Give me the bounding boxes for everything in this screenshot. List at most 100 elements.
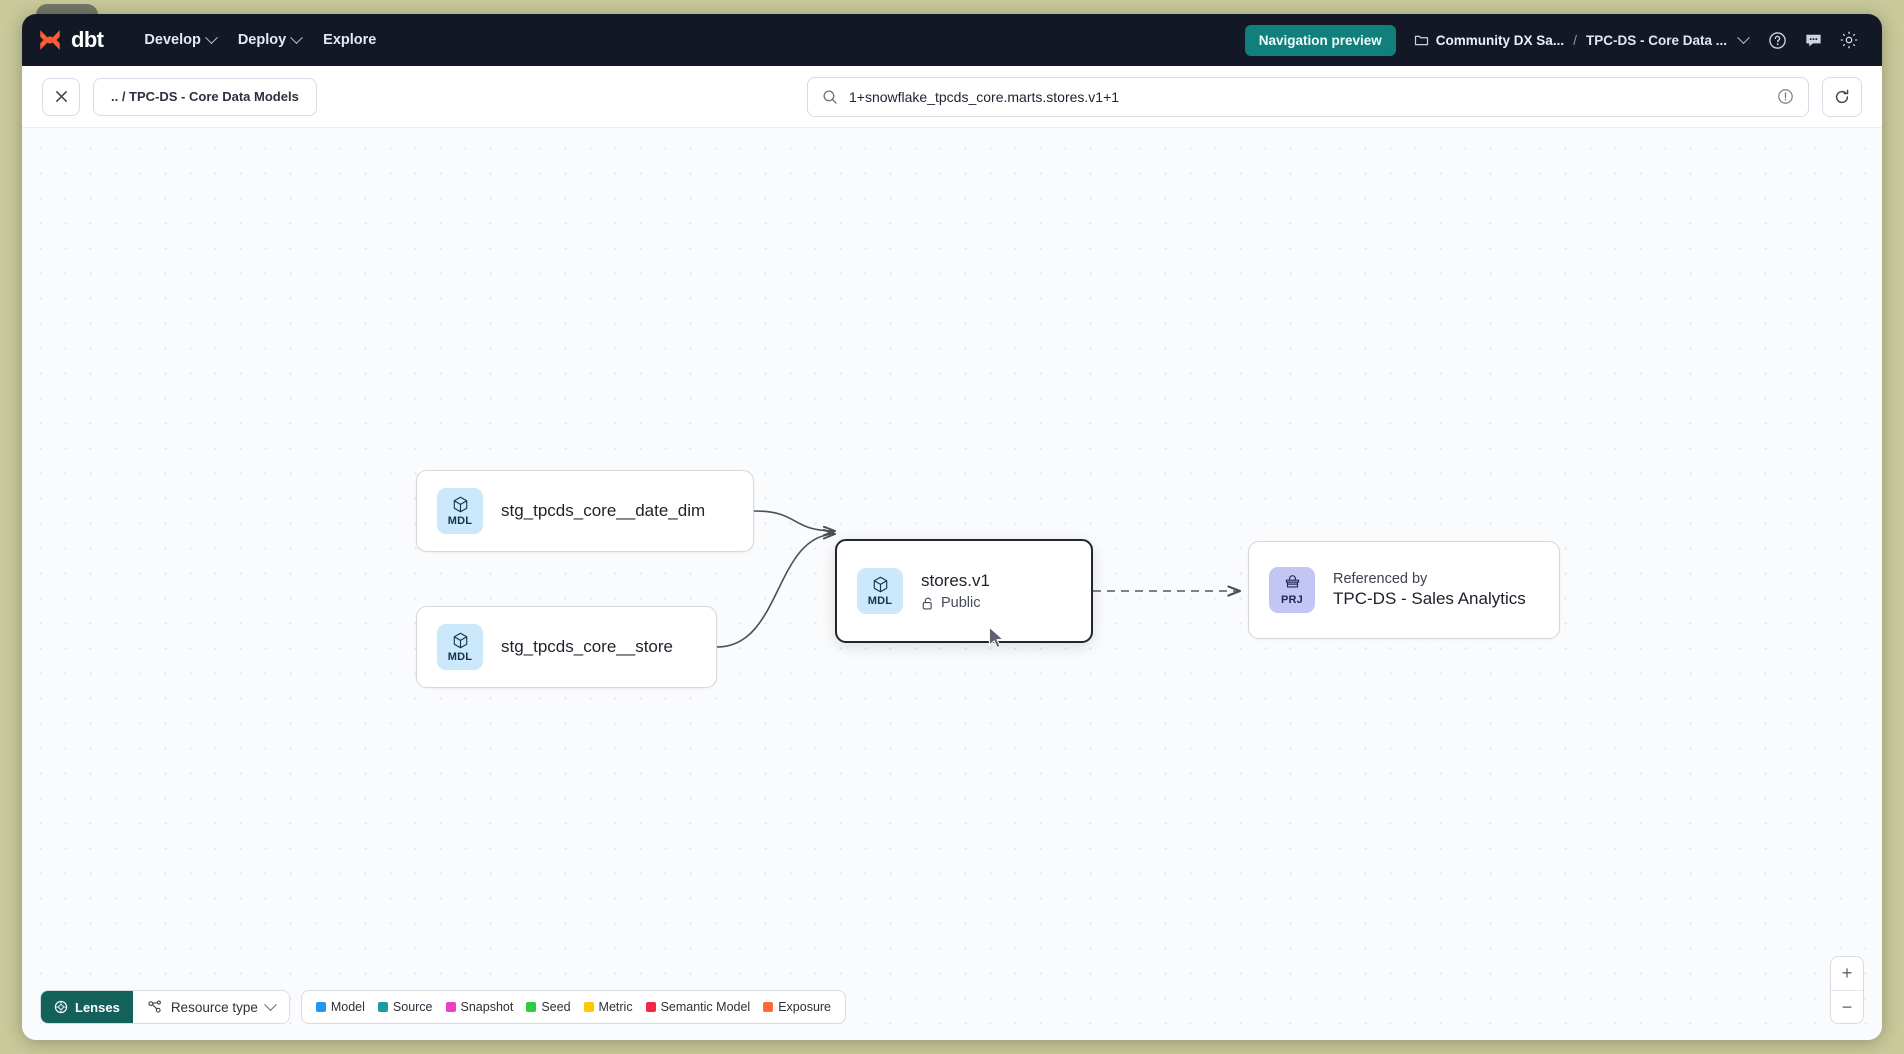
search-input[interactable]	[849, 88, 1766, 105]
legend-item-seed: Seed	[526, 1000, 571, 1014]
node-badge-prj: PRJ	[1269, 567, 1315, 613]
cube-icon	[873, 576, 887, 593]
close-lineage-button[interactable]	[42, 77, 80, 116]
legend-item-model: Model	[315, 1000, 365, 1014]
lineage-canvas[interactable]: MDL stg_tpcds_core__date_dim MDL stg_tpc…	[22, 128, 1882, 1040]
node-badge-label: MDL	[867, 595, 893, 607]
nodes-icon	[148, 1000, 161, 1013]
project-breadcrumb-chip[interactable]: .. / TPC-DS - Core Data Models	[93, 77, 317, 116]
help-circle-icon	[1768, 31, 1786, 49]
node-body: stores.v1 Public	[921, 571, 990, 611]
node-badge-label: PRJ	[1281, 594, 1303, 606]
legend-label-source: Source	[392, 1000, 433, 1014]
nav-item-deploy-label: Deploy	[237, 32, 287, 48]
refresh-button[interactable]	[1822, 76, 1862, 117]
zoom-controls: + −	[1830, 956, 1864, 1024]
node-access-label: Public	[941, 595, 981, 611]
legend-item-metric: Metric	[583, 1000, 633, 1014]
legend-label-model: Model	[330, 1000, 365, 1014]
legend-label-seed: Seed	[541, 1000, 571, 1014]
chevron-down-icon	[263, 997, 277, 1011]
top-navigation-bar: dbt Develop Deploy Explore Navigation pr…	[22, 14, 1882, 66]
breadcrumb-project-label: TPC-DS - Core Data ...	[1585, 32, 1727, 48]
node-badge-label: MDL	[447, 651, 473, 663]
folder-icon	[1414, 35, 1428, 45]
chevron-down-icon	[204, 30, 218, 44]
nav-item-explore[interactable]: Explore	[312, 25, 387, 55]
zoom-in-button[interactable]: +	[1841, 963, 1853, 983]
nav-item-explore-label: Explore	[323, 32, 377, 48]
node-badge-mdl: MDL	[437, 624, 483, 670]
node-badge-mdl: MDL	[857, 568, 903, 614]
gear-icon	[1840, 31, 1858, 49]
settings-button[interactable]	[1834, 25, 1864, 55]
breadcrumb-project[interactable]: TPC-DS - Core Data ...	[1585, 30, 1750, 48]
unlock-icon	[922, 597, 932, 609]
zoom-out-button[interactable]: −	[1831, 990, 1863, 1023]
legend-item-source: Source	[377, 1000, 433, 1014]
nav-item-deploy[interactable]: Deploy	[227, 25, 312, 55]
node-title: stores.v1	[921, 571, 990, 590]
help-button[interactable]	[1762, 25, 1792, 55]
lineage-node-stg-date-dim[interactable]: MDL stg_tpcds_core__date_dim	[416, 470, 754, 552]
node-title: stg_tpcds_core__date_dim	[501, 501, 706, 520]
node-badge-mdl: MDL	[437, 488, 483, 534]
edge-date-dim-to-stores	[753, 510, 835, 531]
info-circle-icon[interactable]	[1777, 88, 1794, 105]
close-icon	[55, 91, 67, 102]
legend-label-semantic-model: Semantic Model	[660, 1000, 751, 1014]
breadcrumb-separator: /	[1573, 32, 1577, 48]
lineage-node-referenced-by-project[interactable]: PRJ Referenced by TPC-DS - Sales Analyti…	[1248, 541, 1560, 639]
nav-item-develop[interactable]: Develop	[133, 25, 226, 55]
chevron-down-icon	[290, 30, 304, 44]
feedback-icon	[1805, 34, 1821, 46]
legend-swatch-source	[377, 1002, 388, 1012]
node-body: stg_tpcds_core__date_dim	[501, 501, 705, 521]
resource-type-legend: Model Source Snapshot Seed	[300, 990, 847, 1024]
legend-label-metric: Metric	[598, 1000, 633, 1014]
chevron-down-icon	[1737, 30, 1750, 44]
legend-item-snapshot: Snapshot	[445, 1000, 514, 1014]
legend-swatch-metric	[583, 1002, 594, 1012]
search-icon	[823, 89, 837, 104]
node-access: Public	[921, 595, 990, 611]
lenses-group: Lenses Resource type	[40, 990, 290, 1024]
search-box[interactable]	[807, 76, 1809, 117]
node-badge-label: MDL	[447, 515, 473, 527]
dbt-logo[interactable]: dbt	[36, 27, 104, 53]
cube-icon	[453, 632, 467, 649]
legend-label-exposure: Exposure	[778, 1000, 832, 1014]
node-body: Referenced by TPC-DS - Sales Analytics	[1333, 571, 1526, 609]
legend-swatch-semantic-model	[645, 1002, 656, 1012]
nav-item-develop-label: Develop	[144, 32, 201, 48]
legend-swatch-exposure	[763, 1002, 774, 1012]
canvas-bottom-toolbar: Lenses Resource type	[40, 990, 847, 1024]
search-area	[807, 76, 1862, 117]
app-window: dbt Develop Deploy Explore Navigation pr…	[22, 14, 1882, 1040]
legend-label-snapshot: Snapshot	[460, 1000, 514, 1014]
lenses-button[interactable]: Lenses	[41, 991, 133, 1023]
node-kicker: Referenced by	[1333, 571, 1428, 587]
lineage-node-stg-store[interactable]: MDL stg_tpcds_core__store	[416, 606, 717, 688]
legend-swatch-model	[315, 1002, 326, 1012]
lens-icon	[54, 1000, 68, 1014]
node-title: stg_tpcds_core__store	[501, 637, 673, 656]
legend-swatch-snapshot	[445, 1002, 456, 1012]
feedback-button[interactable]	[1798, 25, 1828, 55]
dbt-logo-icon	[40, 30, 60, 50]
explore-toolbar: .. / TPC-DS - Core Data Models	[22, 66, 1882, 128]
refresh-icon	[1835, 89, 1849, 103]
legend-swatch-seed	[526, 1002, 537, 1012]
breadcrumb-account[interactable]: Community DX Sa...	[1414, 33, 1564, 48]
brand-name: dbt	[71, 27, 104, 52]
resource-type-label: Resource type	[170, 999, 258, 1015]
lineage-node-stores-v1[interactable]: MDL stores.v1 Public	[835, 539, 1093, 643]
project-stack-icon	[1285, 575, 1299, 588]
resource-type-dropdown[interactable]: Resource type	[132, 991, 289, 1023]
cube-icon	[453, 496, 467, 513]
navigation-preview-button[interactable]: Navigation preview	[1244, 24, 1396, 56]
lenses-label: Lenses	[75, 999, 120, 1015]
legend-item-semantic-model: Semantic Model	[645, 1000, 751, 1014]
node-body: stg_tpcds_core__store	[501, 637, 673, 657]
